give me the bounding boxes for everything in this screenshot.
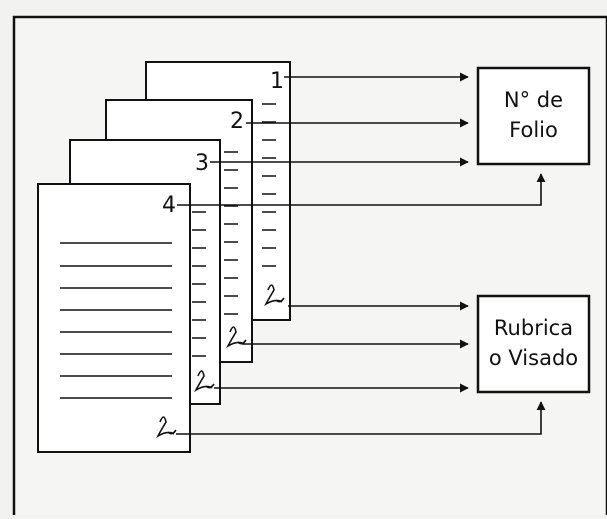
sheet-number-4: 4 xyxy=(162,193,176,218)
rubrica-box-label: Rubrica o Visado xyxy=(478,313,589,373)
sheet-4 xyxy=(37,183,191,453)
folio-label-line2: Folio xyxy=(509,118,558,142)
rubrica-label-line2: o Visado xyxy=(488,346,579,370)
sheet-number-2: 2 xyxy=(230,109,244,134)
folio-box-label: N° de Folio xyxy=(478,85,589,145)
rubrica-label-line1: Rubrica xyxy=(493,316,574,340)
sheet-number-1: 1 xyxy=(270,69,284,94)
signature-icon xyxy=(264,284,285,307)
signature-icon xyxy=(194,370,215,393)
signature-icon xyxy=(156,416,177,439)
sheet-number-3: 3 xyxy=(195,151,209,176)
connector-arrow xyxy=(176,401,546,435)
folio-connectors xyxy=(177,72,546,206)
folio-label-line1: N° de xyxy=(503,88,564,112)
rubrica-connectors xyxy=(176,301,546,435)
folio-box xyxy=(476,66,591,166)
connector-arrow xyxy=(177,173,546,206)
rubrica-box xyxy=(476,294,591,394)
